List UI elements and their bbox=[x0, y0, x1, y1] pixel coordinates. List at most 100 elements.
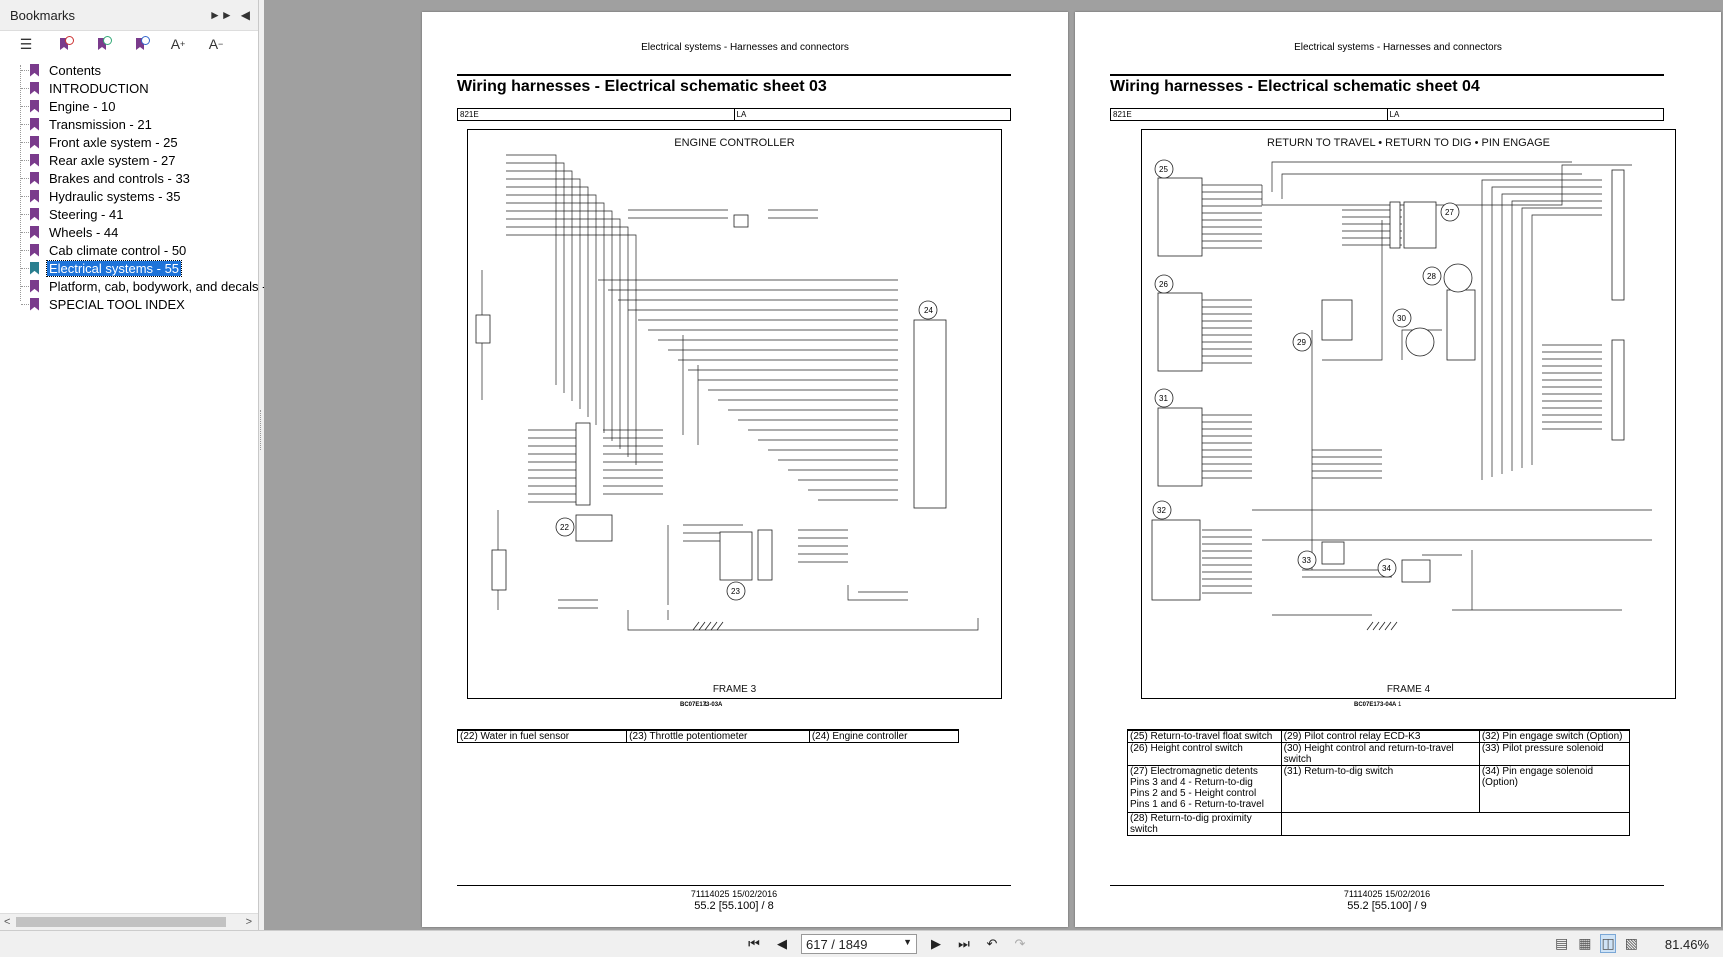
bookmark-item[interactable]: Transmission - 21 bbox=[0, 115, 258, 133]
bookmark-item[interactable]: Steering - 41 bbox=[0, 205, 258, 223]
scrollbar-thumb[interactable] bbox=[16, 917, 226, 927]
facing-pages-icon[interactable]: ◫ bbox=[1600, 934, 1616, 953]
single-page-icon[interactable]: ▤ bbox=[1555, 935, 1569, 951]
bookmarks-header: Bookmarks ►► ◀ bbox=[0, 0, 258, 31]
scroll-right-icon[interactable]: > bbox=[245, 916, 252, 928]
bookmark-item[interactable]: Cab climate control - 50 bbox=[0, 241, 258, 259]
bookmark-icon bbox=[30, 81, 39, 95]
legend-table: (25) Return-to-travel float switch (29) … bbox=[1127, 729, 1631, 836]
page-number-input[interactable]: 617 / 1849 ▼ bbox=[801, 934, 917, 954]
page-footer: 71114025 15/02/2016 55.2 [55.100] / 9 bbox=[1110, 885, 1664, 912]
page-header: Electrical systems - Harnesses and conne… bbox=[641, 42, 849, 53]
svg-text:31: 31 bbox=[1159, 394, 1168, 403]
bookmarks-title: Bookmarks bbox=[10, 7, 76, 23]
drawing-number: 1 bbox=[704, 702, 708, 708]
wiring-schematic: ENGINE CONTROLLER bbox=[467, 129, 1002, 699]
bookmarks-panel: Bookmarks ►► ◀ ☰ A+ A− Contents INTRODUC… bbox=[0, 0, 267, 930]
bookmark-icon bbox=[30, 189, 39, 203]
legend-item: (25) Return-to-travel float switch bbox=[1127, 729, 1282, 743]
bookmarks-toolbar: ☰ A+ A− bbox=[0, 31, 258, 57]
svg-text:24: 24 bbox=[924, 306, 933, 315]
page-title: Wiring harnesses - Electrical schematic … bbox=[1110, 74, 1664, 96]
schematic-drawing: 24 22 23 bbox=[475, 154, 979, 631]
continuous-page-icon[interactable]: ▦ bbox=[1578, 935, 1592, 951]
legend-item: (31) Return-to-dig switch bbox=[1280, 765, 1480, 813]
svg-text:33: 33 bbox=[1302, 556, 1311, 565]
legend-item: (30) Height control and return-to-travel… bbox=[1280, 742, 1480, 766]
bookmark-item[interactable]: SPECIAL TOOL INDEX bbox=[0, 295, 258, 313]
wiring-schematic: RETURN TO TRAVEL • RETURN TO DIG • PIN E… bbox=[1141, 129, 1676, 699]
svg-text:27: 27 bbox=[1445, 208, 1454, 217]
scroll-left-icon[interactable]: < bbox=[4, 916, 11, 928]
legend-item: (33) Pilot pressure solenoid bbox=[1478, 742, 1631, 766]
last-page-icon[interactable]: ⏭ bbox=[958, 936, 970, 951]
bookmark-icon bbox=[30, 207, 39, 221]
legend-item: (24) Engine controller bbox=[808, 729, 960, 743]
region-label: LA bbox=[1386, 109, 1664, 120]
bookmark-item[interactable]: INTRODUCTION bbox=[0, 79, 258, 97]
drawing-code: BC07E173-03A bbox=[680, 702, 723, 708]
zoom-level[interactable]: 81.46% bbox=[1664, 937, 1709, 952]
bookmark-item[interactable]: Hydraulic systems - 35 bbox=[0, 187, 258, 205]
legend-item: (27) Electromagnetic detents Pins 3 and … bbox=[1127, 765, 1282, 813]
next-page-icon[interactable]: ▶ bbox=[931, 936, 941, 951]
panel-options-icon[interactable]: ►► bbox=[209, 8, 233, 22]
page-title: Wiring harnesses - Electrical schematic … bbox=[457, 74, 1011, 96]
svg-text:22: 22 bbox=[560, 523, 569, 532]
document-viewport[interactable]: Electrical systems - Harnesses and conne… bbox=[264, 0, 1723, 930]
previous-page-icon[interactable]: ◀ bbox=[777, 936, 787, 951]
bookmark-item[interactable]: Platform, cab, bodywork, and decals - bbox=[0, 277, 267, 295]
legend-table: (22) Water in fuel sensor (23) Throttle … bbox=[456, 729, 960, 743]
add-bookmark-icon[interactable] bbox=[92, 35, 112, 53]
drawing-code: BC07E173-04A bbox=[1354, 702, 1397, 708]
legend-item: (23) Throttle potentiometer bbox=[626, 729, 810, 743]
expand-all-icon[interactable]: ☰ bbox=[19, 35, 33, 52]
page-right: Electrical systems - Harnesses and conne… bbox=[1075, 12, 1721, 927]
svg-text:32: 32 bbox=[1157, 506, 1166, 515]
legend-item: (22) Water in fuel sensor bbox=[456, 729, 628, 743]
collapse-panel-icon[interactable]: ◀ bbox=[240, 8, 250, 22]
first-page-icon[interactable]: ⏮ bbox=[748, 936, 760, 951]
page-footer: 71114025 15/02/2016 55.2 [55.100] / 8 bbox=[457, 885, 1011, 912]
previous-view-icon[interactable]: ↶ bbox=[986, 936, 998, 951]
bookmark-item[interactable]: Rear axle system - 27 bbox=[0, 151, 258, 169]
chevron-down-icon[interactable]: ▼ bbox=[903, 937, 912, 947]
legend-item: (29) Pilot control relay ECD-K3 bbox=[1280, 729, 1480, 743]
svg-text:28: 28 bbox=[1427, 272, 1436, 281]
decrease-text-icon[interactable]: A− bbox=[208, 36, 224, 52]
svg-text:34: 34 bbox=[1382, 564, 1391, 573]
frame-label: FRAME 4 bbox=[1386, 684, 1431, 695]
footer-doc-id: 71114025 15/02/2016 bbox=[690, 889, 778, 899]
bookmark-item[interactable]: Contents bbox=[0, 61, 258, 79]
svg-text:25: 25 bbox=[1159, 165, 1168, 174]
find-bookmark-icon[interactable] bbox=[130, 35, 150, 53]
legend-item: (32) Pin engage switch (Option) bbox=[1478, 729, 1631, 743]
page-navigation: ⏮ ◀ 617 / 1849 ▼ ▶ ⏭ ↶ ↷ bbox=[745, 934, 1029, 954]
footer-doc-id: 71114025 15/02/2016 bbox=[1343, 889, 1431, 899]
bookmark-item[interactable]: Engine - 10 bbox=[0, 97, 258, 115]
svg-text:23: 23 bbox=[731, 587, 740, 596]
legend-item: (34) Pin engage solenoid (Option) bbox=[1478, 765, 1631, 813]
svg-text:29: 29 bbox=[1297, 338, 1306, 347]
increase-text-icon[interactable]: A+ bbox=[170, 36, 186, 52]
view-mode-buttons: ▤ ▦ ◫ ▧ bbox=[1555, 934, 1638, 953]
bookmark-item[interactable]: Front axle system - 25 bbox=[0, 133, 258, 151]
next-view-icon[interactable]: ↷ bbox=[1014, 936, 1026, 951]
bookmark-icon bbox=[30, 117, 39, 131]
footer-page-number: 55.2 [55.100] / 8 bbox=[694, 900, 774, 912]
bookmark-item[interactable]: Wheels - 44 bbox=[0, 223, 258, 241]
delete-bookmark-icon[interactable] bbox=[54, 35, 74, 53]
bookmark-item[interactable]: Brakes and controls - 33 bbox=[0, 169, 258, 187]
bookmark-icon bbox=[30, 225, 39, 239]
svg-text:26: 26 bbox=[1159, 280, 1168, 289]
model-label: 821E bbox=[1113, 110, 1132, 119]
bookmark-item-selected[interactable]: Electrical systems - 55 bbox=[0, 259, 258, 277]
frame-label: FRAME 3 bbox=[712, 684, 757, 695]
page-header: Electrical systems - Harnesses and conne… bbox=[1294, 42, 1502, 53]
bookmark-icon bbox=[30, 279, 39, 293]
schematic-title: RETURN TO TRAVEL • RETURN TO DIG • PIN E… bbox=[1267, 137, 1550, 149]
region-label: LA bbox=[733, 109, 1011, 120]
continuous-facing-icon[interactable]: ▧ bbox=[1624, 935, 1638, 951]
schematic-title: ENGINE CONTROLLER bbox=[674, 137, 795, 149]
horizontal-scrollbar[interactable]: < > bbox=[0, 913, 258, 930]
